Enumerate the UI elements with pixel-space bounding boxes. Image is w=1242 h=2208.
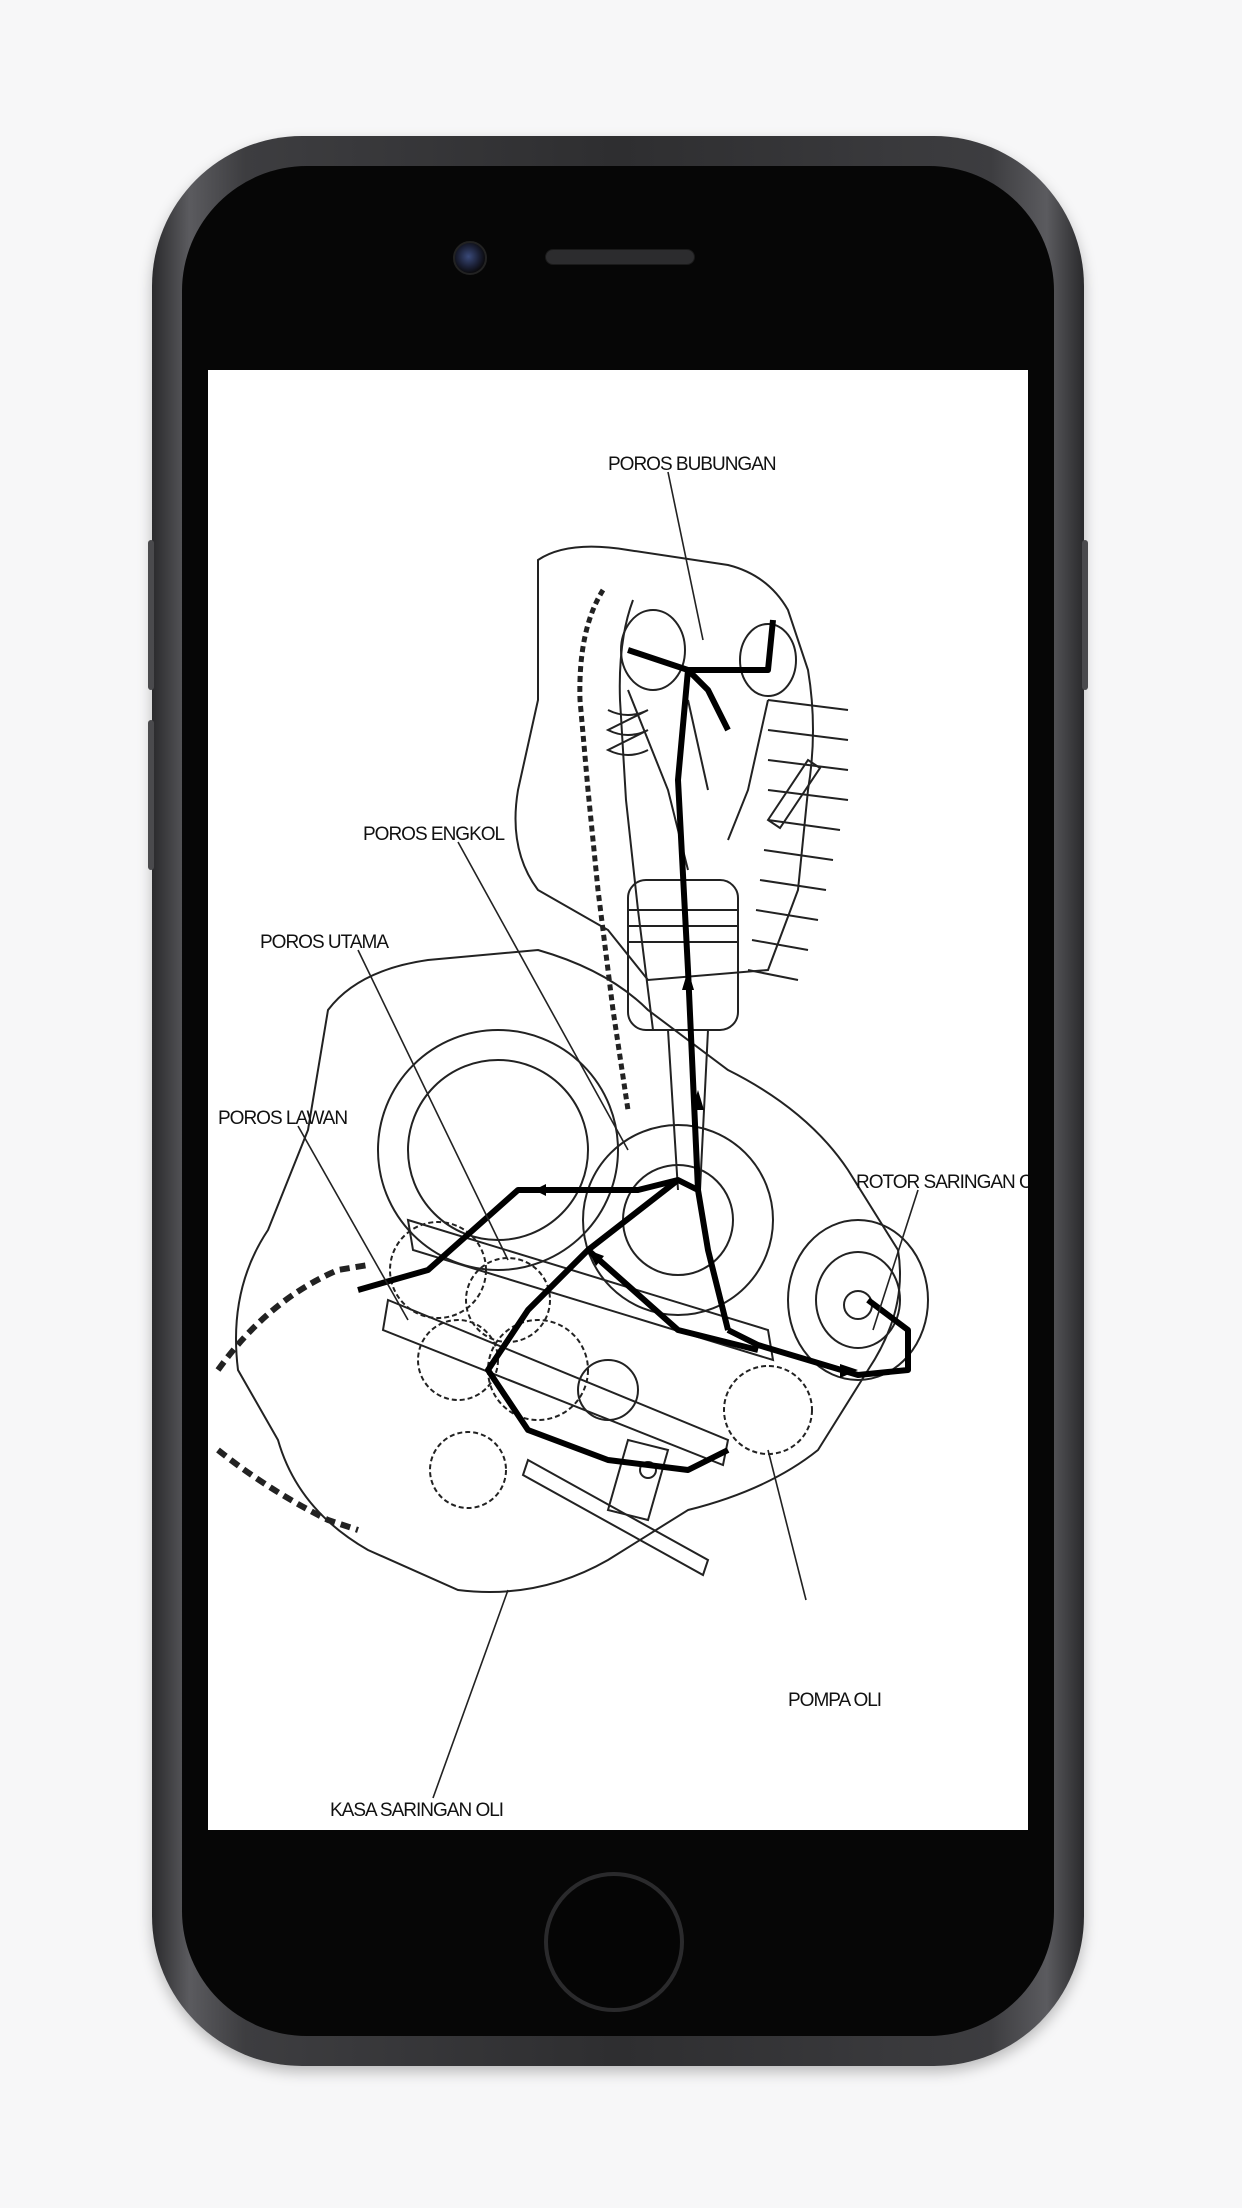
leader-poros-engkol xyxy=(457,841,629,1151)
label-poros-utama: POROS UTAMA xyxy=(260,932,389,953)
leader-poros-utama xyxy=(357,949,509,1261)
leader-poros-bubungan xyxy=(667,471,704,641)
front-camera-icon xyxy=(453,241,487,275)
drive-chain xyxy=(215,1262,369,1533)
leader-poros-lawan xyxy=(297,1125,409,1321)
side-button xyxy=(1082,540,1088,690)
engine-lubrication-diagram: POROS BUBUNGAN POROS ENGKOL POROS UTAMA … xyxy=(215,454,1028,1821)
label-poros-bubungan: POROS BUBUNGAN xyxy=(608,454,776,475)
label-pompa-oli: POMPA OLI xyxy=(788,1690,881,1711)
oil-flow-arrows xyxy=(534,970,858,1378)
cam-chain xyxy=(577,588,631,1111)
leader-rotor-saringan-oli xyxy=(872,1189,919,1331)
oil-filter-rotor xyxy=(787,1219,929,1381)
screen: POROS BUBUNGAN POROS ENGKOL POROS UTAMA … xyxy=(208,370,1028,1830)
crankcase xyxy=(235,948,901,1593)
label-poros-lawan: POROS LAWAN xyxy=(218,1108,347,1129)
leader-pompa-oli xyxy=(767,1449,807,1601)
home-button[interactable] xyxy=(544,1872,684,2012)
label-kasa-saringan-oli: KASA SARINGAN OLI xyxy=(330,1800,503,1821)
counter-shaft xyxy=(381,1298,730,1467)
cylinder-fins xyxy=(747,699,849,981)
label-rotor-saringan-oli: ROTOR SARINGAN OLI xyxy=(856,1172,1028,1193)
main-shaft xyxy=(406,1218,775,1362)
oil-flow-path xyxy=(357,619,911,1473)
earpiece-speaker xyxy=(545,249,695,265)
leader-kasa-saringan-oli xyxy=(432,1589,509,1799)
volume-button xyxy=(148,540,154,690)
label-poros-engkol: POROS ENGKOL xyxy=(363,824,505,845)
volume-button xyxy=(148,720,154,870)
